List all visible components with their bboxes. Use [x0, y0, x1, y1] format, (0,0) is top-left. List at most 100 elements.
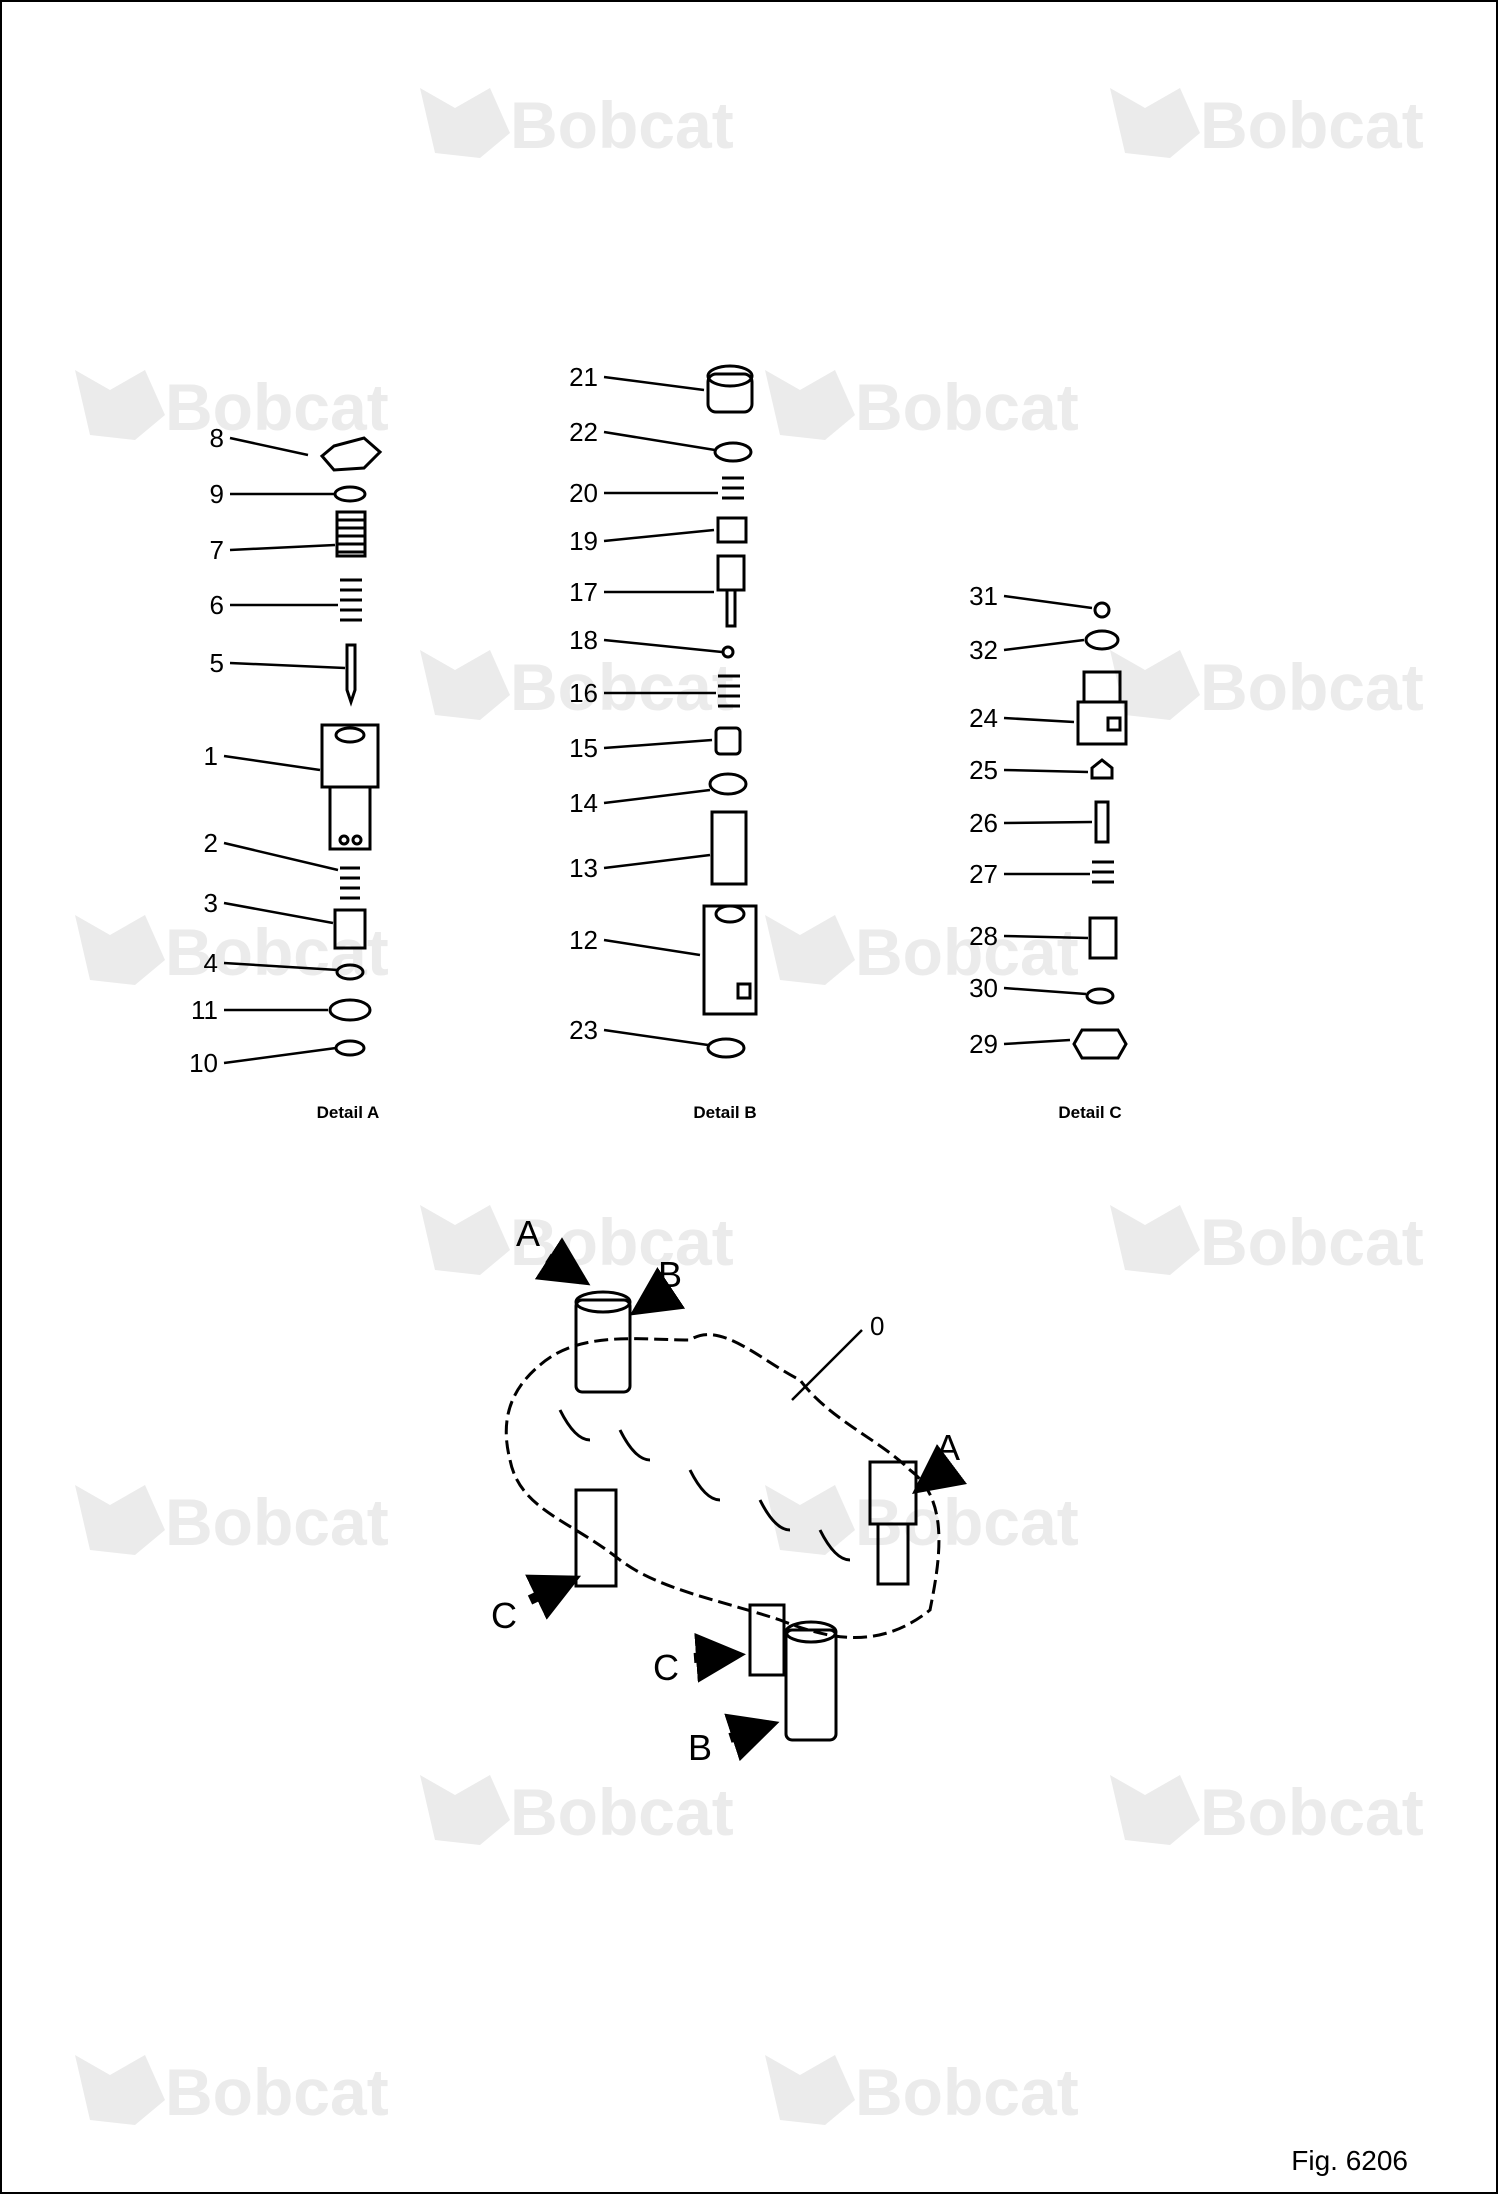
bobcat-watermark: Bobcat: [765, 915, 1079, 989]
watermark-text: Bobcat: [855, 1485, 1079, 1559]
bobcat-watermark: Bobcat: [75, 915, 389, 989]
valve-assembly: [504, 1290, 941, 1742]
detail-c-part: [1076, 700, 1128, 746]
detail-c-part: [1094, 800, 1110, 844]
relief-valve-b-bottom-cap: [784, 1620, 838, 1644]
bobcat-watermark: Bobcat: [75, 370, 389, 444]
detail-b-part: [706, 364, 754, 388]
relief-valve-c-left: [574, 1488, 618, 1588]
callout-leader: [603, 375, 705, 392]
detail-caption: Detail A: [317, 1103, 380, 1122]
detail-c-part: [1090, 758, 1114, 780]
callout-label: 1: [204, 741, 218, 771]
detail-caption: Detail C: [1058, 1103, 1121, 1122]
callout-label: 16: [569, 678, 598, 708]
detail-c-part: [1072, 1028, 1128, 1060]
callout-leader: [1003, 638, 1085, 652]
bobcat-watermark: Bobcat: [75, 2055, 389, 2129]
detail-c-part: [1082, 670, 1122, 704]
callout-leader: [603, 430, 716, 452]
location-arrow-icon: [534, 1237, 591, 1286]
bobcat-logo-icon: [765, 1485, 855, 1555]
bobcat-logo-icon: [420, 1775, 510, 1845]
figure-label: Fig. 6206: [1291, 2145, 1408, 2176]
callout-label: 21: [569, 362, 598, 392]
bobcat-watermark: Bobcat: [765, 370, 1079, 444]
detail-b-part: [710, 810, 748, 886]
callout-leader: [603, 853, 711, 870]
detail-a-part: [340, 866, 360, 900]
valve-body: [504, 1333, 941, 1639]
callout-leader: [229, 543, 336, 552]
callout-leader: [791, 1329, 863, 1401]
bobcat-logo-icon: [1110, 1205, 1200, 1275]
watermark-text: Bobcat: [510, 1775, 734, 1849]
detail-b-part: [713, 441, 753, 463]
callout-leader: [1003, 1038, 1071, 1046]
watermark-text: Bobcat: [165, 1485, 389, 1559]
bobcat-logo-icon: [765, 2055, 855, 2125]
callout-leader: [1003, 594, 1093, 610]
callout-label: 7: [210, 535, 224, 565]
bobcat-watermark: Bobcat: [765, 2055, 1079, 2129]
watermark-text: Bobcat: [1200, 1205, 1424, 1279]
callout-leader: [603, 1028, 709, 1047]
callout-label: 6: [210, 590, 224, 620]
callout-label: 13: [569, 853, 598, 883]
detail-a-part: [335, 510, 367, 558]
detail-c-part: [1106, 716, 1122, 732]
callout-label: 18: [569, 625, 598, 655]
bobcat-logo-icon: [1110, 1775, 1200, 1845]
bobcat-watermark: Bobcat: [75, 1485, 389, 1559]
detail-c-part: [1093, 601, 1111, 619]
detail-b-part: [708, 772, 748, 796]
bobcat-logo-icon: [75, 370, 165, 440]
bobcat-watermark: Bobcat: [1110, 1775, 1424, 1849]
relief-valve-a-top: [574, 1298, 632, 1394]
detail-caption: Detail B: [693, 1103, 756, 1122]
callout-leader: [603, 738, 713, 750]
callout-label: 12: [569, 925, 598, 955]
callout-label: 24: [969, 703, 998, 733]
detail-a-part: [334, 1039, 366, 1057]
bobcat-logo-icon: [420, 650, 510, 720]
bobcat-logo-icon: [420, 1205, 510, 1275]
callout-label: 15: [569, 733, 598, 763]
location-mark: A: [936, 1427, 960, 1468]
detail-b-part: [714, 726, 742, 756]
location-arrow-icon: [629, 1267, 686, 1316]
watermark-text: Bobcat: [855, 2055, 1079, 2129]
relief-valve-a-right: [868, 1460, 918, 1526]
detail-a-part: [333, 485, 367, 503]
callout-leader: [223, 961, 339, 972]
valve-spool-outline: [558, 1409, 851, 1562]
watermark-text: Bobcat: [1200, 88, 1424, 162]
location-arrow-icon: [525, 1574, 582, 1620]
detail-b-part: [718, 674, 740, 708]
callout-leader: [229, 661, 346, 670]
callout-label: 20: [569, 478, 598, 508]
detail-a-part: [335, 963, 365, 981]
detail-a-part: [328, 785, 372, 851]
location-arrow-icon: [693, 1632, 746, 1683]
detail-b-part: [706, 1037, 746, 1059]
callout-label: 17: [569, 577, 598, 607]
callout-label: 23: [569, 1015, 598, 1045]
bobcat-logo-icon: [420, 88, 510, 158]
bobcat-logo-icon: [765, 915, 855, 985]
callout-label: 2: [204, 828, 218, 858]
callout-label: 5: [210, 648, 224, 678]
callout-label: 29: [969, 1029, 998, 1059]
bobcat-logo-icon: [1110, 88, 1200, 158]
detail-a-part: [334, 726, 366, 744]
detail-a-part: [338, 834, 350, 846]
callout-leader: [229, 436, 309, 457]
bobcat-logo-icon: [75, 1485, 165, 1555]
bobcat-watermark: Bobcat: [420, 88, 734, 162]
bobcat-watermark: Bobcat: [1110, 1205, 1424, 1279]
bobcat-watermark: Bobcat: [420, 1775, 734, 1849]
detail-b-part: [714, 904, 746, 924]
callout-leader: [1003, 986, 1087, 996]
watermark-text: Bobcat: [1200, 1775, 1424, 1849]
